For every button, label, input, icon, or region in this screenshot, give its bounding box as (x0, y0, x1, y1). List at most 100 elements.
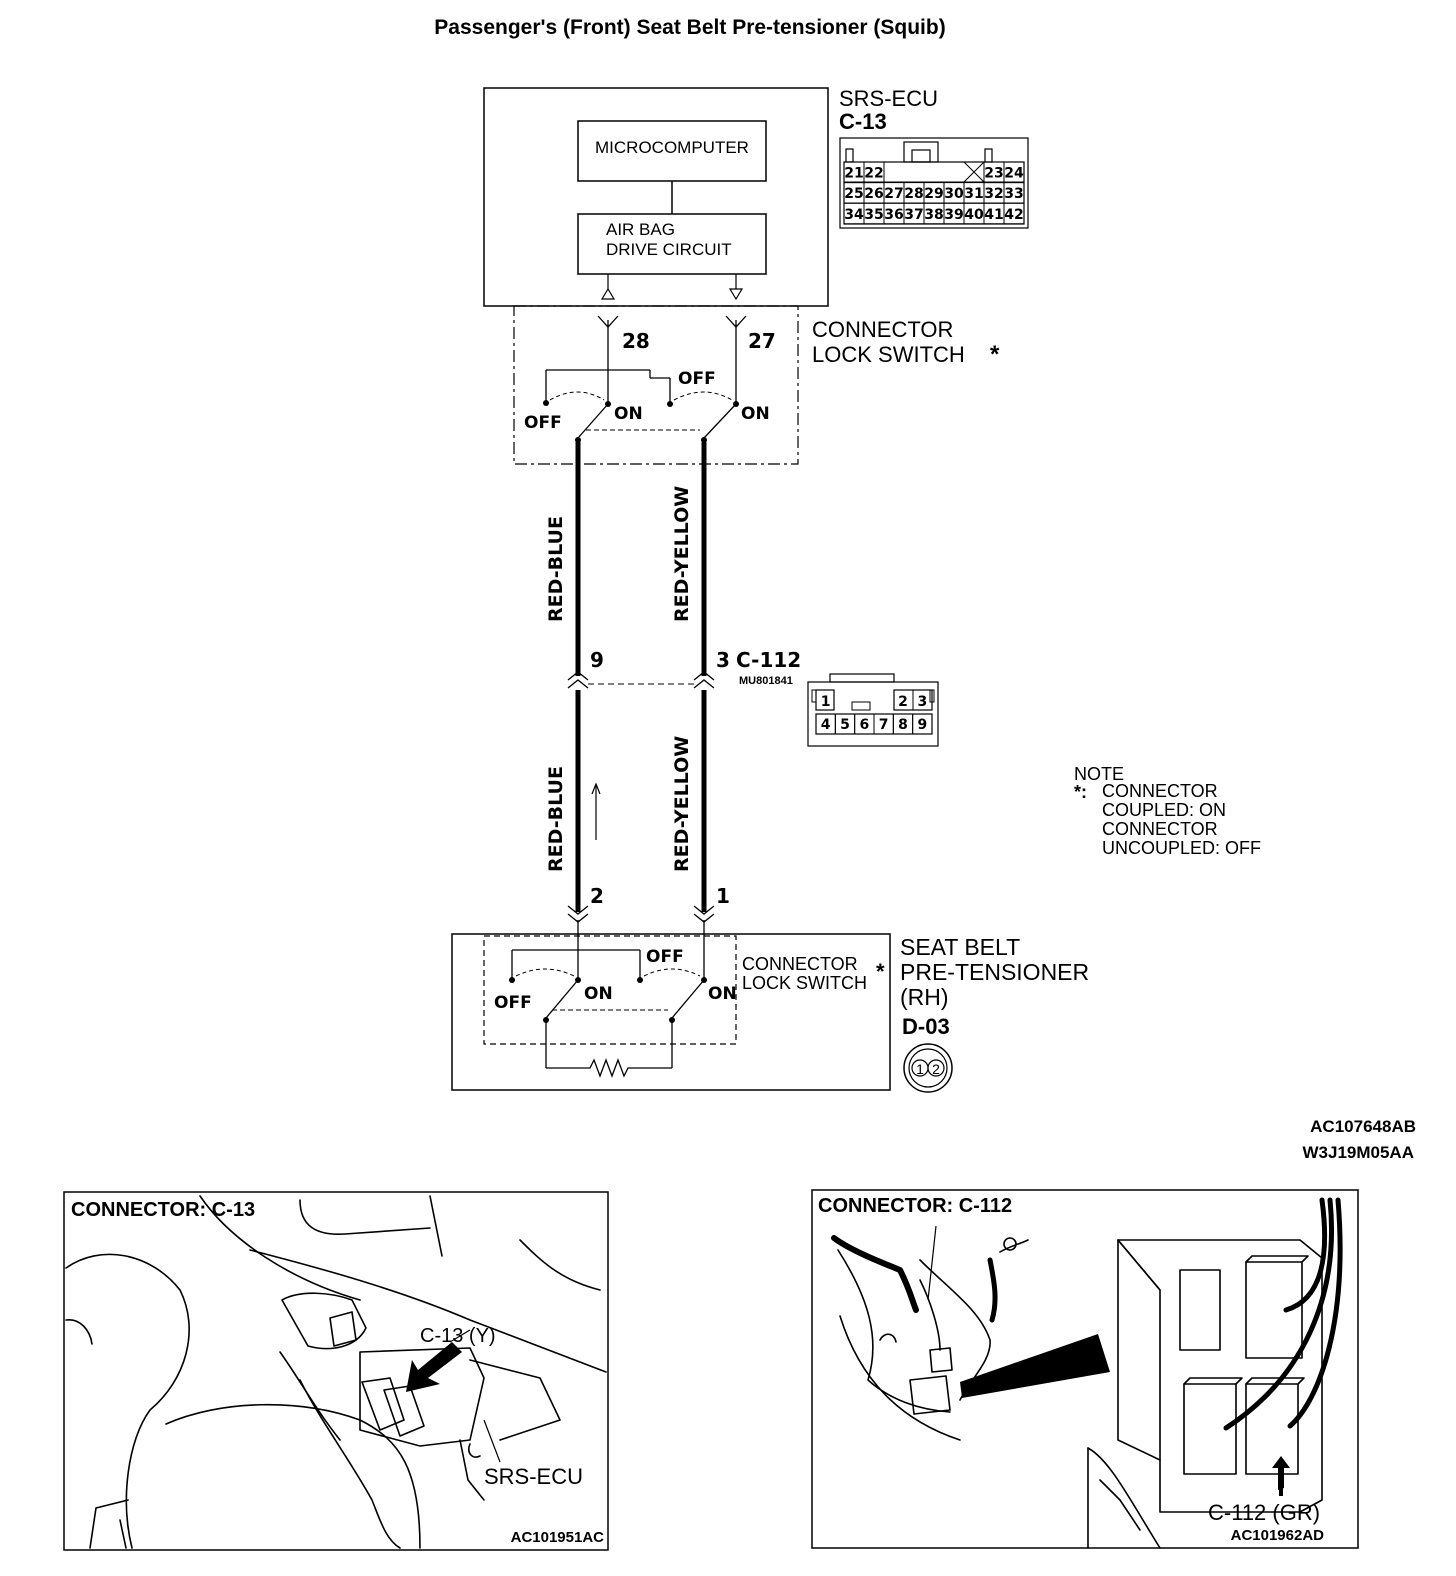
c112-pin-4: 4 (821, 717, 831, 733)
ecu-lock-switch-label-1: CONNECTOR (812, 317, 953, 342)
page-title: Passenger's (Front) Seat Belt Pre-tensio… (434, 16, 945, 39)
c13-pin-37: 37 (904, 207, 923, 223)
c112-connector-id: C-112 (736, 648, 801, 672)
pt-lock-switch-label-2: LOCK SWITCH (742, 973, 867, 993)
pretensioner-connector-id: D-03 (902, 1014, 950, 1039)
output-triangle-up (600, 287, 616, 300)
ecu-lock-switch: 28 27 OFF ON OFF ON (513, 305, 799, 465)
c13-location-illustration (65, 1195, 607, 1549)
c112-location-illustration (831, 1197, 1343, 1549)
photo-panel-c112 (811, 1189, 1359, 1549)
note-line-1: CONNECTOR (1102, 781, 1218, 801)
photo-panel-c13 (63, 1191, 609, 1551)
pt-switch-off-right: OFF (646, 947, 684, 967)
c13-pin-23: 23 (984, 166, 1003, 182)
c112-pin-7: 7 (879, 717, 889, 733)
ecu-pin-27: 27 (748, 329, 776, 353)
srs-ecu-block: MICROCOMPUTER AIR BAG DRIVE CIRCUIT (483, 87, 829, 307)
c13-pin-36: 36 (884, 207, 903, 223)
c112-pin-9-cell (912, 713, 933, 735)
c13-pin-42: 42 (1004, 207, 1023, 223)
wire-label-red-yellow-lower: RED-YELLOW (671, 736, 693, 872)
pretensioner-pin-2: 2 (590, 884, 604, 908)
note-line-4: UNCOUPLED: OFF (1102, 838, 1261, 858)
c13-pin-24: 24 (1004, 166, 1024, 182)
c112-pin-9: 9 (590, 648, 604, 672)
note-line-2: COUPLED: ON (1102, 800, 1226, 820)
output-triangle-down (728, 288, 744, 301)
note-heading: NOTE (1074, 764, 1124, 784)
c13-pin-21: 21 (844, 166, 863, 182)
c13-pin-39: 39 (944, 207, 963, 223)
photo-c112-callout: C-112 (GR) (1208, 1500, 1320, 1525)
ecu-pin-28: 28 (622, 329, 650, 353)
pt-switch-on-right: ON (708, 984, 737, 1004)
c112-zoom-wedge (960, 1334, 1110, 1398)
c112-pin-3: 3 (716, 648, 730, 672)
c13-pin-31: 31 (964, 186, 983, 202)
note-marker: *: (1074, 782, 1087, 802)
c13-pin-26: 26 (864, 186, 883, 202)
harness-wires (567, 442, 715, 980)
pretensioner-label-2: PRE-TENSIONER (900, 959, 1089, 985)
c13-pin-34: 34 (844, 207, 864, 223)
c13-pin-33: 33 (1004, 186, 1023, 202)
c13-pin-41: 41 (984, 207, 1003, 223)
c112-pin-3: 3 (917, 694, 927, 710)
photo-c112-code: AC101962AD (1231, 1527, 1325, 1544)
pt-lock-switch-asterisk: * (876, 959, 885, 984)
c112-pin-8: 8 (898, 717, 908, 733)
d03-pin-1: 1 (916, 1061, 924, 1077)
c13-pin-29: 29 (924, 186, 943, 202)
pt-switch-on-left: ON (584, 984, 613, 1004)
ecu-switch-on-left: ON (614, 404, 643, 424)
squib-resistor (546, 1058, 672, 1078)
photo-c13-ecu-label: SRS-ECU (484, 1464, 583, 1489)
drive-circuit-label-1: AIR BAG (606, 220, 675, 239)
pretensioner-label-1: SEAT BELT (900, 934, 1020, 960)
wire-label-red-blue-lower: RED-BLUE (545, 766, 567, 872)
ecu-lock-switch-asterisk: * (990, 341, 1000, 368)
c112-pin-6: 6 (859, 717, 869, 733)
c13-pin-40: 40 (964, 207, 984, 223)
photo-c13-code: AC101951AC (511, 1529, 605, 1546)
c13-pin-35: 35 (864, 207, 883, 223)
c13-pin-42-cell (1003, 202, 1025, 225)
c112-pin-5: 5 (840, 717, 850, 733)
wire-label-red-blue-upper: RED-BLUE (545, 516, 567, 622)
air-bag-drive-circuit-box (577, 213, 767, 275)
c13-pin-30: 30 (944, 186, 964, 202)
c13-pin-28: 28 (904, 186, 923, 202)
c112-pin-2: 2 (898, 694, 908, 710)
wire-label-red-yellow-upper: RED-YELLOW (671, 486, 693, 622)
pretensioner-pin-1: 1 (716, 884, 730, 908)
pretensioner-block: OFF ON OFF ON (451, 933, 891, 1091)
microcomputer-label: MICROCOMPUTER (595, 138, 749, 157)
photo-c13-title: CONNECTOR: C-13 (71, 1199, 255, 1221)
srs-ecu-connector-id: C-13 (839, 109, 887, 134)
drive-circuit-label-2: DRIVE CIRCUIT (606, 240, 732, 259)
ecu-switch-off-right: OFF (678, 369, 716, 389)
d03-pin-2: 2 (932, 1061, 940, 1077)
pretensioner-label-3: (RH) (900, 984, 949, 1010)
reference-code-2: W3J19M05AA (1303, 1143, 1415, 1162)
pt-lock-switch-label-1: CONNECTOR (742, 954, 858, 974)
note-line-3: CONNECTOR (1102, 819, 1218, 839)
ecu-lock-switch-label-2: LOCK SWITCH (812, 342, 965, 367)
c13-pin-27: 27 (884, 186, 903, 202)
c112-pin-1: 1 (821, 694, 831, 710)
c112-part-number: MU801841 (739, 675, 793, 687)
ecu-switch-off-left: OFF (524, 413, 562, 433)
c13-callout-arrow (406, 1342, 462, 1392)
c112-pin-9: 9 (917, 717, 927, 733)
note-block: NOTE *: CONNECTOR COUPLED: ON CONNECTOR … (1074, 764, 1261, 858)
reference-code-1: AC107648AB (1310, 1117, 1416, 1136)
pt-switch-off-left: OFF (494, 993, 532, 1013)
c13-pin-25: 25 (844, 186, 863, 202)
c13-pin-38: 38 (924, 207, 943, 223)
ecu-switch-on-right: ON (741, 404, 770, 424)
photo-c13-callout: C-13 (Y) (420, 1325, 496, 1347)
